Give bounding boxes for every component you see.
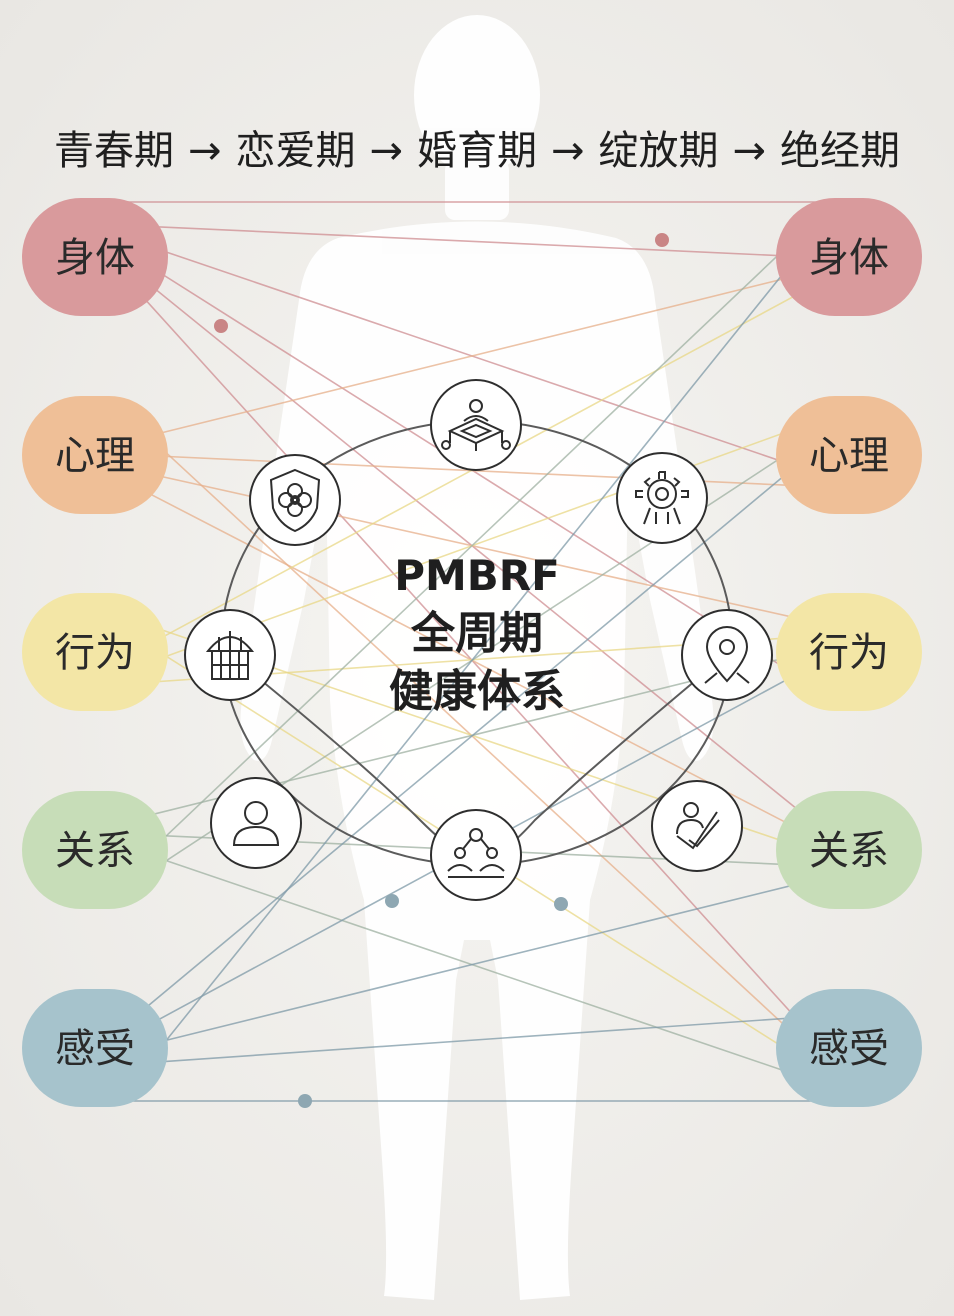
connector-dot	[385, 894, 399, 908]
center-title-line2: 全周期	[410, 608, 543, 659]
dimension-pill: 心理	[776, 396, 922, 514]
center-title: PMBRF 全周期 健康体系	[389, 551, 565, 717]
center-title-line1: PMBRF	[394, 551, 560, 600]
heart-check-icon	[652, 781, 742, 871]
dimension-pill: 感受	[776, 989, 922, 1107]
dimension-pill-label: 心理	[809, 433, 889, 479]
location-pin-icon	[682, 610, 772, 700]
stage-label: 绝经期	[780, 128, 900, 174]
dimension-pill-label: 行为	[809, 630, 889, 676]
connector-dot	[214, 319, 228, 333]
stage-arrow: →	[551, 128, 585, 174]
balance-figure-icon	[431, 380, 521, 470]
dimension-pill-label: 身体	[55, 235, 135, 281]
dimension-pill-label: 关系	[809, 828, 889, 874]
center-title-line3: 健康体系	[389, 666, 565, 717]
connector-dot	[655, 233, 669, 247]
group-network-icon	[431, 810, 521, 900]
stage-label: 婚育期	[417, 128, 537, 174]
dimension-pill: 行为	[776, 593, 922, 711]
dimension-pill-label: 关系	[55, 828, 135, 874]
dimension-pill: 身体	[776, 198, 922, 316]
dimension-pill-label: 心理	[55, 433, 135, 479]
person-icon	[211, 778, 301, 868]
stage-label: 绽放期	[599, 128, 719, 174]
stage-arrow: →	[369, 128, 403, 174]
gear-figure-icon	[617, 453, 707, 543]
dimension-pill: 行为	[22, 593, 168, 711]
connector-dot	[554, 897, 568, 911]
stage-label: 青春期	[54, 128, 174, 174]
dimension-pill: 心理	[22, 396, 168, 514]
dimension-pill: 感受	[22, 989, 168, 1107]
dimension-pill: 身体	[22, 198, 168, 316]
dimension-pill: 关系	[22, 791, 168, 909]
dimension-pill-label: 感受	[809, 1026, 889, 1072]
connector-dot	[298, 1094, 312, 1108]
stage-label: 恋爱期	[235, 128, 355, 174]
cage-icon	[185, 610, 275, 700]
stage-arrow: →	[733, 128, 767, 174]
stage-arrow: →	[188, 128, 222, 174]
dimension-pill-label: 身体	[809, 235, 889, 281]
dimension-pill: 关系	[776, 791, 922, 909]
dimension-pill-label: 行为	[55, 630, 135, 676]
shield-flower-icon	[250, 455, 340, 545]
dimension-pill-label: 感受	[55, 1026, 135, 1072]
